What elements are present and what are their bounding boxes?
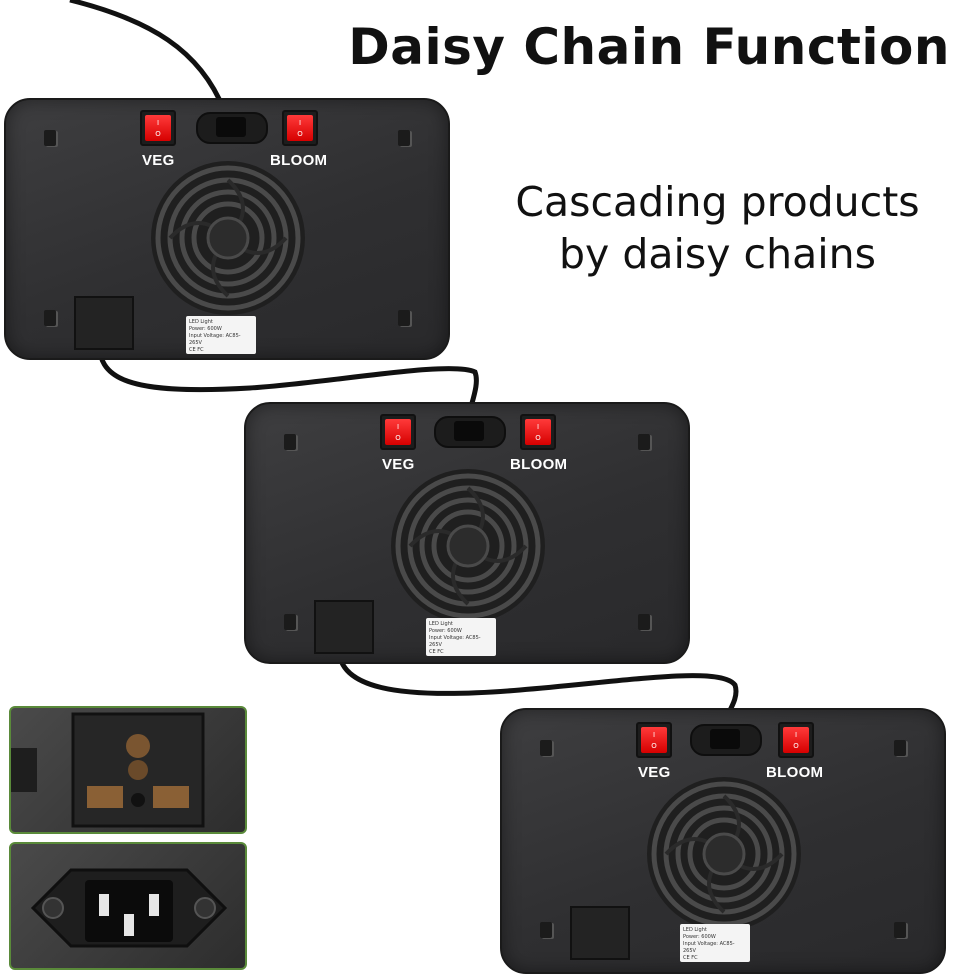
led-light-unit-3: I O I O VEG BLOOM LED Light Power: 600W … <box>500 708 946 974</box>
bloom-switch[interactable]: I O <box>520 414 556 450</box>
veg-switch[interactable]: I O <box>636 722 672 758</box>
mount-peg <box>894 740 906 756</box>
mount-peg <box>894 922 906 938</box>
mount-peg <box>44 130 56 146</box>
bloom-switch[interactable]: I O <box>282 110 318 146</box>
power-inlet-icon <box>434 416 506 448</box>
mount-peg <box>638 614 650 630</box>
bloom-label: BLOOM <box>510 456 568 473</box>
bloom-switch[interactable]: I O <box>778 722 814 758</box>
led-light-unit-2: I O I O VEG BLOOM LED Light Power: 600W … <box>244 402 690 664</box>
rocker-switch-icon: I O <box>783 727 809 753</box>
rocker-switch-icon: I O <box>641 727 667 753</box>
veg-label: VEG <box>382 456 415 473</box>
universal-socket-icon <box>570 906 630 960</box>
mount-peg <box>638 434 650 450</box>
bloom-label: BLOOM <box>270 152 328 169</box>
mount-peg <box>284 614 296 630</box>
rocker-switch-icon: I O <box>287 115 313 141</box>
mount-peg <box>540 740 552 756</box>
mount-peg <box>398 130 410 146</box>
device-rating-label: LED Light Power: 600W Input Voltage: AC8… <box>426 618 496 656</box>
mount-peg <box>398 310 410 326</box>
device-rating-label: LED Light Power: 600W Input Voltage: AC8… <box>186 316 256 354</box>
power-inlet-closeup <box>9 842 247 970</box>
led-light-unit-1: I O I O VEG BLOOM LED Light Power: 600W … <box>4 98 450 360</box>
input-cord <box>69 0 227 111</box>
socket-closeup <box>9 706 247 834</box>
rocker-switch-icon: I O <box>525 419 551 445</box>
universal-socket-icon <box>74 296 134 350</box>
universal-socket-icon <box>11 712 205 828</box>
universal-socket-icon <box>314 600 374 654</box>
power-inlet-icon <box>196 112 268 144</box>
bloom-label: BLOOM <box>766 764 824 781</box>
power-inlet-icon <box>690 724 762 756</box>
rocker-switch-icon: I O <box>385 419 411 445</box>
veg-switch[interactable]: I O <box>140 110 176 146</box>
veg-label: VEG <box>638 764 671 781</box>
fan-grille-icon <box>151 161 305 315</box>
mount-peg <box>540 922 552 938</box>
headline: Daisy Chain Function <box>348 18 950 76</box>
power-inlet-icon <box>30 868 228 948</box>
mount-peg <box>44 310 56 326</box>
device-rating-label: LED Light Power: 600W Input Voltage: AC8… <box>680 924 750 962</box>
veg-label: VEG <box>142 152 175 169</box>
veg-switch[interactable]: I O <box>380 414 416 450</box>
cord-1-to-2 <box>97 337 479 421</box>
fan-grille-icon <box>647 777 801 931</box>
subline-2: by daisy chains <box>559 230 876 278</box>
subline-1: Cascading products <box>515 178 920 226</box>
cord-2-to-3 <box>336 639 739 729</box>
fan-grille-icon <box>391 469 545 623</box>
rocker-switch-icon: I O <box>145 115 171 141</box>
mount-peg <box>284 434 296 450</box>
